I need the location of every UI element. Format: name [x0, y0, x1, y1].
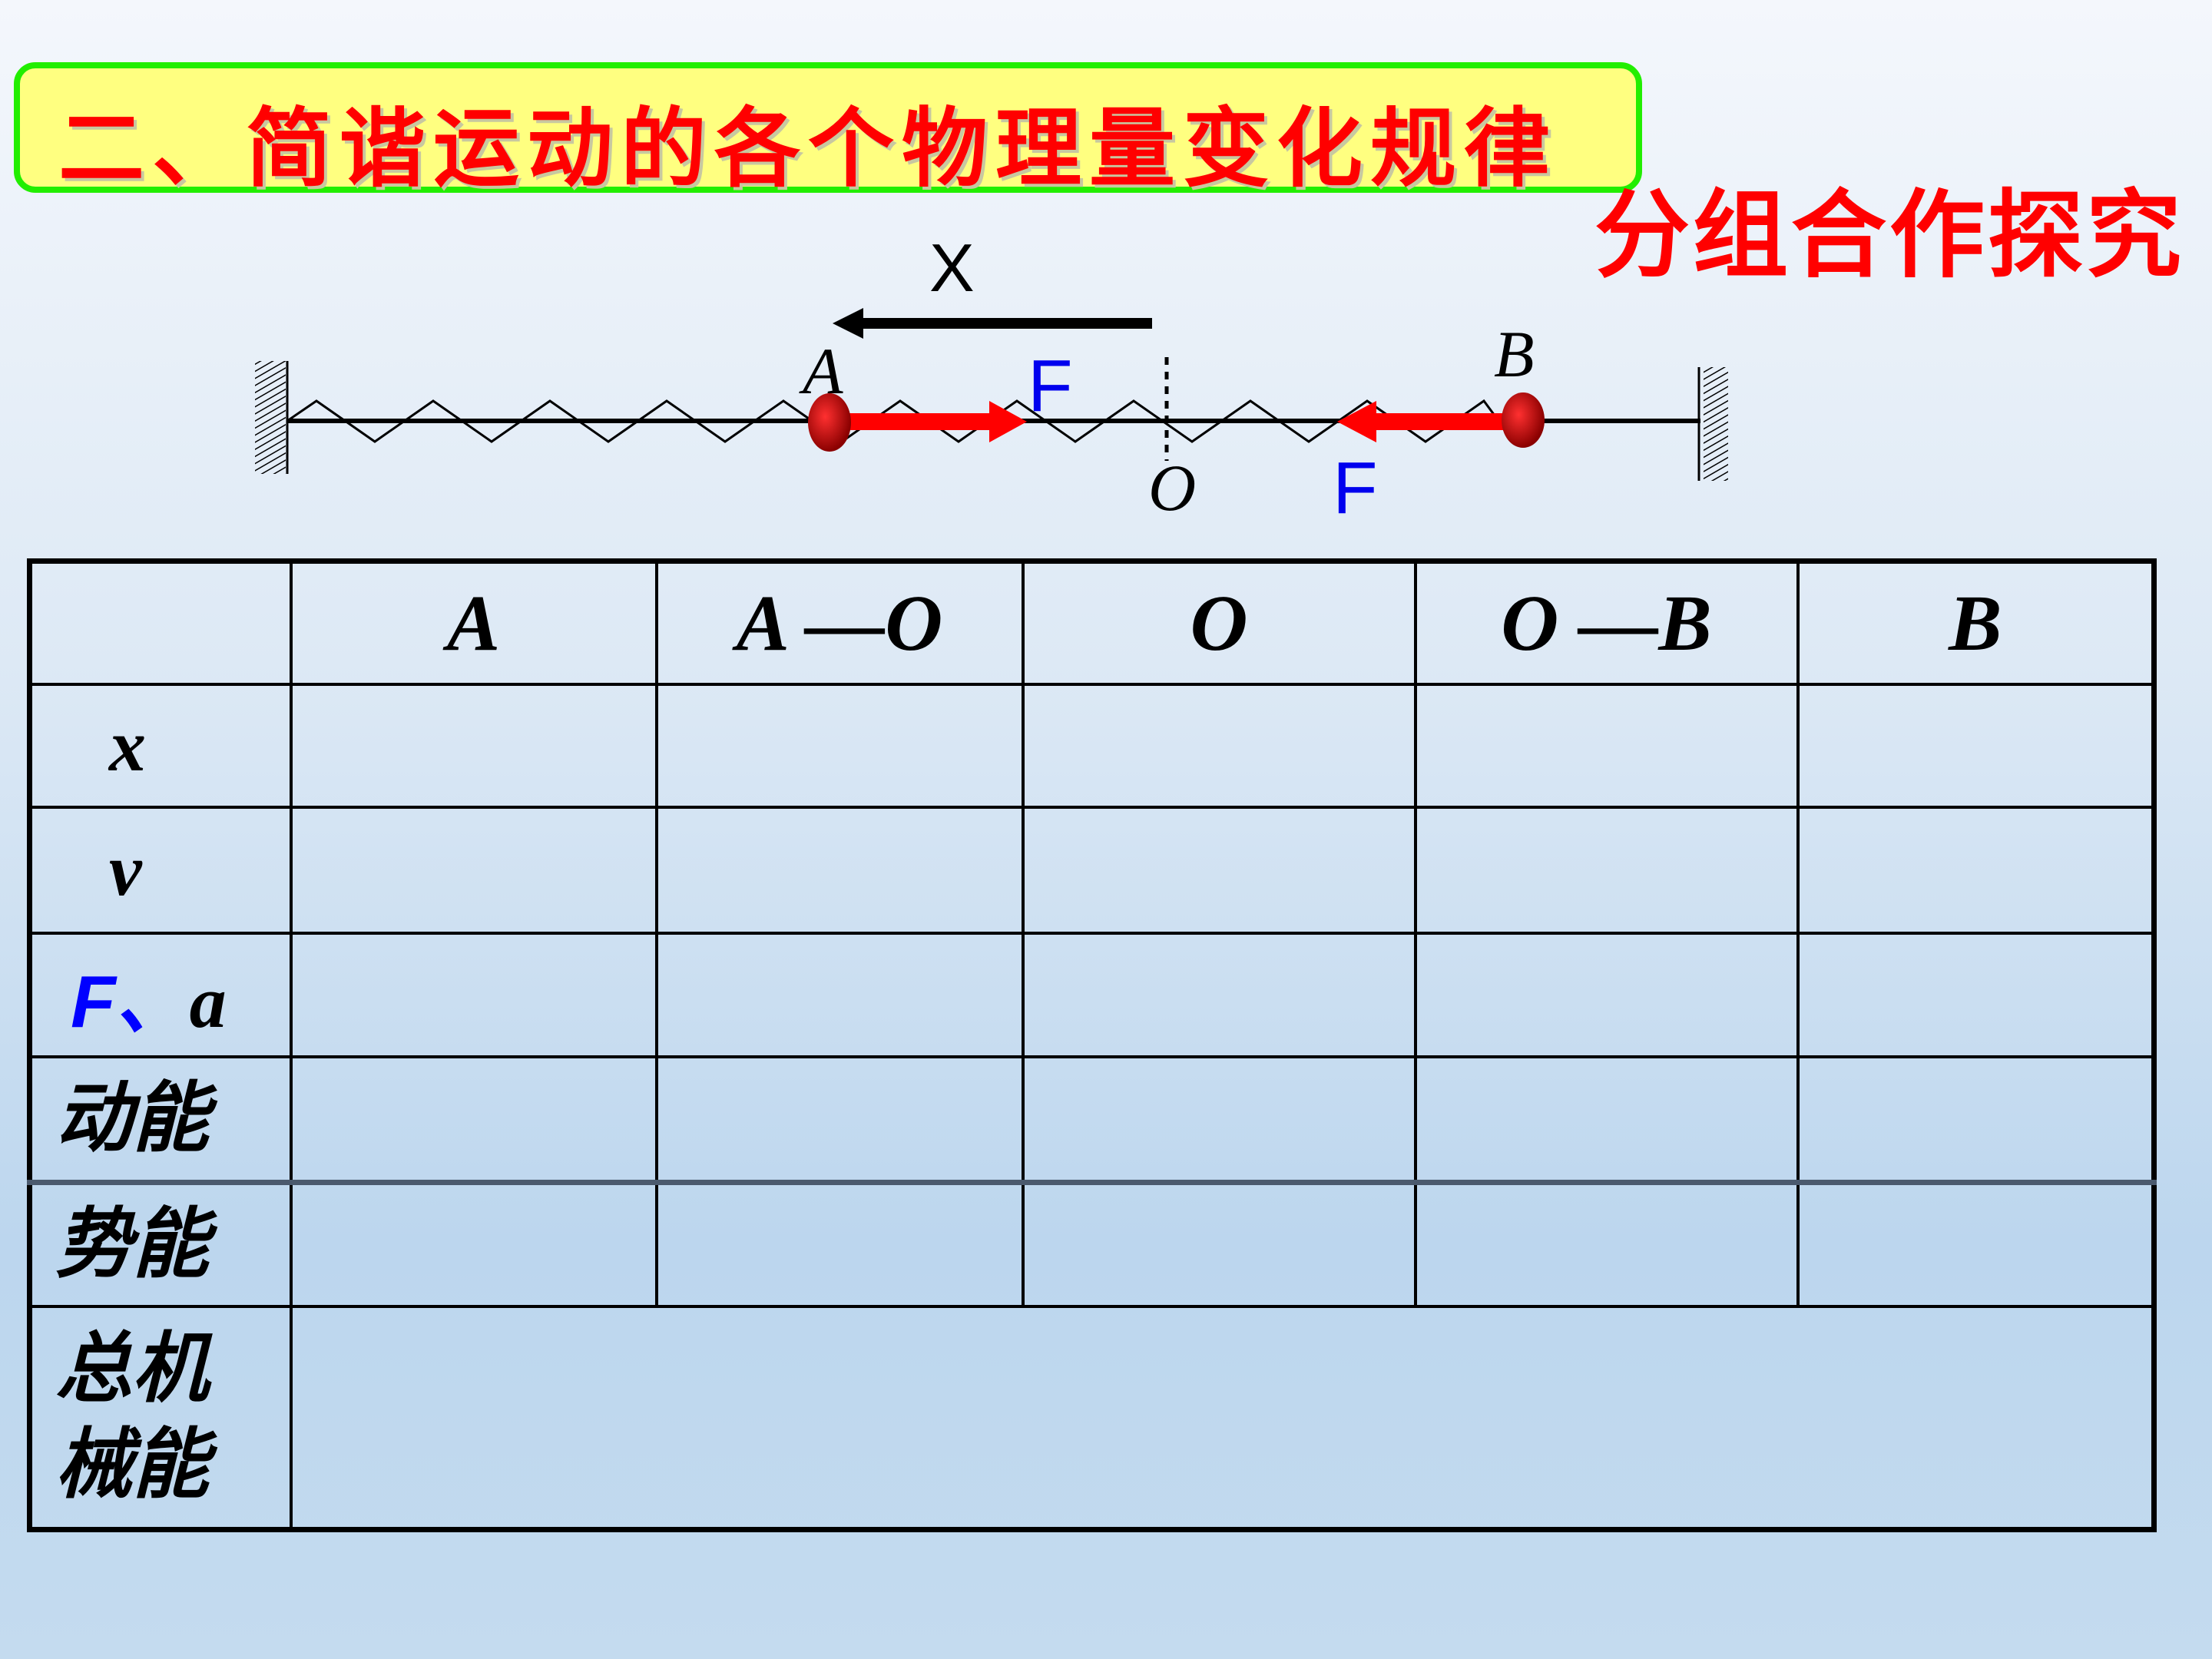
left-wall — [255, 361, 286, 474]
table-cell[interactable] — [1413, 931, 1800, 1058]
table-cell[interactable] — [1413, 805, 1800, 935]
table-cell[interactable] — [289, 931, 658, 1058]
force-arrow-a — [845, 401, 1027, 442]
point-b-label: B — [1494, 317, 1535, 391]
col-header: B — [1796, 559, 2156, 686]
table-cell[interactable] — [654, 682, 1025, 809]
table-cell[interactable] — [1413, 682, 1800, 809]
label-line: 总机 — [55, 1326, 209, 1412]
table-cell[interactable] — [1021, 682, 1417, 809]
point-a-label: A — [803, 334, 843, 408]
table-row: 总机械能 — [28, 1304, 2156, 1532]
table-cell[interactable] — [1021, 1180, 1417, 1308]
table-row: 势能 — [28, 1180, 2156, 1308]
force-symbol: F — [71, 960, 116, 1043]
table-cell[interactable] — [289, 1180, 658, 1308]
col-header: A — [289, 559, 658, 686]
force-arrow-b — [1337, 401, 1513, 442]
right-wall — [1704, 367, 1728, 481]
spring-oscillator-diagram — [255, 308, 1728, 481]
title-banner: 二、简谐运动的各个物理量变化规律 — [14, 62, 1642, 199]
row-label-x: x — [28, 682, 293, 809]
table-cell[interactable] — [289, 1055, 658, 1184]
ball-a — [808, 393, 851, 452]
table-row: x — [28, 682, 2156, 809]
table-cell[interactable] — [1413, 1055, 1800, 1184]
table-cell[interactable] — [654, 1055, 1025, 1184]
row-label-potential: 势能 — [28, 1180, 293, 1308]
table-row: 动能 — [28, 1055, 2156, 1184]
table-cell[interactable] — [1796, 805, 2156, 935]
table-cell[interactable] — [289, 805, 658, 935]
table-row: v — [28, 805, 2156, 935]
table-cell[interactable] — [654, 1180, 1025, 1308]
table-cell[interactable] — [1796, 1180, 2156, 1308]
label-line: 械能 — [55, 1422, 209, 1508]
force-label-b: F — [1333, 447, 1378, 529]
row-label-force-acceleration: F、a — [28, 931, 293, 1058]
displacement-arrow — [833, 308, 1152, 339]
table-cell[interactable] — [1796, 931, 2156, 1058]
displacement-label: X — [929, 230, 975, 306]
table-cell[interactable] — [654, 931, 1025, 1058]
table-row: F、a — [28, 931, 2156, 1058]
corner-cell — [28, 559, 293, 686]
row-label-v: v — [28, 805, 293, 935]
col-header: O — [1021, 559, 1417, 686]
force-label-a: F — [1028, 345, 1073, 427]
header-row: A A —O O O —B B — [28, 559, 2156, 686]
table-cell[interactable] — [1021, 1055, 1417, 1184]
table-cell[interactable] — [1021, 931, 1417, 1058]
col-header: O —B — [1413, 559, 1800, 686]
table-cell[interactable] — [654, 805, 1025, 935]
table-cell-merged[interactable] — [289, 1304, 2156, 1532]
page-title: 二、简谐运动的各个物理量变化规律 — [58, 98, 1558, 199]
variation-table: A A —O O O —B B x v F、a 动能 势能 总机械能 — [27, 558, 2157, 1532]
table-cell[interactable] — [1413, 1180, 1800, 1308]
spring — [286, 399, 1507, 443]
point-o-label: O — [1148, 451, 1197, 525]
table-cell[interactable] — [1796, 1055, 2156, 1184]
subtitle-group-work: 分组合作探究 — [1594, 180, 2185, 291]
table-cell[interactable] — [1796, 682, 2156, 809]
table-cell[interactable] — [1021, 805, 1417, 935]
acceleration-symbol: a — [189, 960, 227, 1043]
ball-b — [1502, 392, 1545, 448]
table-cell[interactable] — [289, 682, 658, 809]
separator: 、 — [115, 960, 190, 1043]
col-header: A —O — [654, 559, 1025, 686]
row-label-kinetic: 动能 — [28, 1055, 293, 1184]
row-label-total-mechanical: 总机械能 — [28, 1304, 293, 1532]
